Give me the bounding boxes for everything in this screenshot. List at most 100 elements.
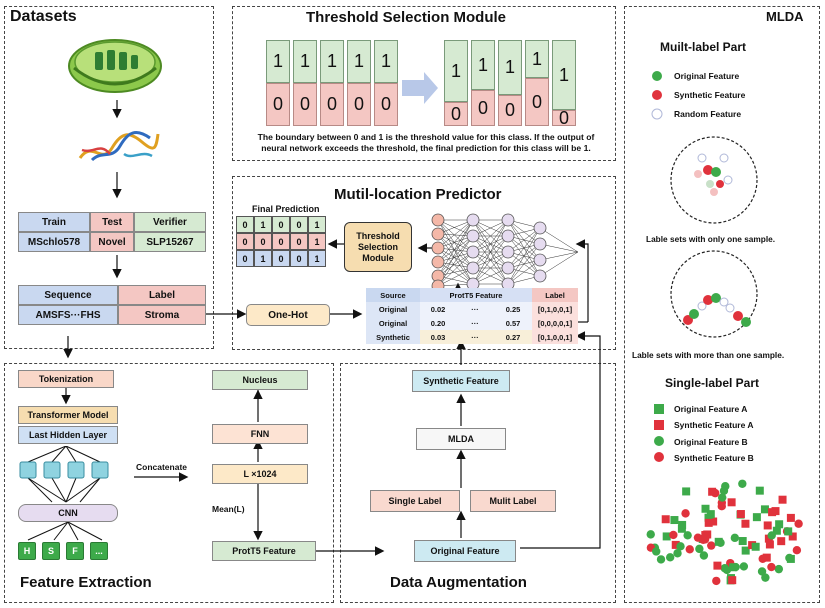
nucleus-box: Nucleus xyxy=(212,370,308,390)
nn-node xyxy=(501,213,515,227)
nn-node xyxy=(501,229,515,243)
scatter-point xyxy=(652,547,661,556)
feature-table-header-0: Source xyxy=(366,288,420,302)
legend1-synthetic: Synthetic Feature xyxy=(674,90,746,100)
scatter-point xyxy=(764,534,773,543)
threshold-right-col2-zero: 0 xyxy=(498,95,522,126)
scatter-point xyxy=(777,537,786,546)
original-b-marker xyxy=(654,436,664,446)
nn-edge xyxy=(472,235,509,285)
final-prediction-cell-1-3: 0 xyxy=(290,233,308,250)
concatenate-label: Concatenate xyxy=(136,462,188,472)
feature-table-cell-1-3: 0.57 xyxy=(494,316,532,330)
scatter-point xyxy=(767,531,776,540)
final-prediction-cell-0-1: 1 xyxy=(254,216,272,233)
scatter-point xyxy=(794,519,803,528)
legend2-synthetic-a: Synthetic Feature A xyxy=(674,420,754,430)
nn-edge xyxy=(437,219,474,277)
protein-structure-icon xyxy=(78,130,160,162)
train-header: Train xyxy=(18,212,90,232)
multi-label-box: Mulit Label xyxy=(470,490,556,512)
scatter-point xyxy=(728,576,737,585)
synthetic-feature-marker xyxy=(652,90,662,100)
scatter-point xyxy=(646,530,655,539)
verifier-value: SLP15267 xyxy=(134,232,206,252)
scatter-point xyxy=(701,504,710,513)
feature-table-cell-0-0: Original xyxy=(366,302,420,316)
nn-edge xyxy=(539,227,579,253)
scatter-point xyxy=(763,521,772,530)
tokenization-box: Tokenization xyxy=(18,370,114,388)
test-header: Test xyxy=(90,212,134,232)
threshold-right-col1-zero: 0 xyxy=(471,90,495,126)
scatter-point xyxy=(720,564,730,573)
nn-edge xyxy=(437,267,474,287)
cnn-output-3: ... xyxy=(90,542,108,560)
nn-edge xyxy=(507,227,541,285)
final-prediction-cell-0-3: 0 xyxy=(290,216,308,233)
threshold-module-line1: Threshold xyxy=(356,230,400,241)
legend2-original-a: Original Feature A xyxy=(674,404,748,414)
feature-table-cell-1-1: 0.20 xyxy=(420,316,456,330)
nn-edge xyxy=(437,219,474,269)
scatter-point xyxy=(786,554,795,563)
final-prediction-cell-0-4: 1 xyxy=(308,216,326,233)
threshold-right-col3-zero: 0 xyxy=(525,78,549,126)
threshold-left-col2-zero: 0 xyxy=(320,83,344,126)
final-prediction-label: Final Prediction xyxy=(252,204,320,214)
verifier-header: Verifier xyxy=(134,212,206,232)
nn-node xyxy=(466,245,480,259)
threshold-right-col2-one: 1 xyxy=(498,40,522,95)
last-hidden-box: Last Hidden Layer xyxy=(18,426,118,444)
scatter-point xyxy=(741,546,750,555)
nn-edge xyxy=(437,251,474,287)
scatter-point xyxy=(718,493,727,502)
threshold-left-col1-one: 1 xyxy=(293,40,317,83)
nn-edge xyxy=(539,251,579,261)
sequence-value: AMSFS···FHS xyxy=(18,305,118,325)
nn-edge xyxy=(437,261,474,285)
scatter-point xyxy=(765,540,774,549)
scatter-point xyxy=(681,509,690,518)
scatter-point xyxy=(711,488,720,498)
threshold-left-col0-zero: 0 xyxy=(266,83,290,126)
threshold-right-col1-one: 1 xyxy=(471,40,495,90)
datasets-title: Datasets xyxy=(10,8,77,25)
threshold-left-col2-one: 1 xyxy=(320,40,344,83)
feature-table-cell-0-3: 0.25 xyxy=(494,302,532,316)
nn-edge xyxy=(437,235,474,263)
single-label-scatter xyxy=(646,479,803,586)
fnn-box: FNN xyxy=(212,424,308,444)
single-label-part-title: Single-label Part xyxy=(665,376,760,390)
chloroplast-icon xyxy=(68,39,162,93)
final-prediction-cell-0-2: 0 xyxy=(272,216,290,233)
nn-node xyxy=(533,269,547,283)
cnn-box: CNN xyxy=(18,504,118,522)
scatter-point xyxy=(682,487,691,496)
legend2-original-b: Original Feature B xyxy=(674,437,748,447)
nn-edge xyxy=(437,251,474,277)
final-prediction-cell-2-4: 1 xyxy=(308,250,326,267)
scatter-point xyxy=(693,533,703,542)
cnn-output-2: F xyxy=(66,542,84,560)
scatter-point xyxy=(683,531,692,540)
scatter-point xyxy=(673,549,682,558)
augmentation-panel xyxy=(340,363,616,603)
legend2-synthetic-b: Synthetic Feature B xyxy=(674,453,754,463)
nn-edge xyxy=(507,259,541,285)
threshold-right-col3-one: 1 xyxy=(525,40,549,78)
feature-table-cell-2-3: 0.27 xyxy=(494,330,532,344)
mlda-panel xyxy=(624,6,820,603)
final-prediction-cell-2-0: 0 xyxy=(236,250,254,267)
final-prediction-cell-2-1: 1 xyxy=(254,250,272,267)
scatter-point xyxy=(751,542,760,551)
synthetic-b-marker xyxy=(654,452,664,462)
augmentation-title: Data Augmentation xyxy=(390,574,527,591)
nn-edge xyxy=(472,219,509,285)
scatter-point xyxy=(701,531,710,540)
one-sample-circle xyxy=(670,136,758,224)
single-label-box: Single Label xyxy=(370,490,460,512)
threshold-module-line2: Selection xyxy=(357,241,398,252)
legend1-markers xyxy=(651,71,663,120)
scatter-point xyxy=(713,561,722,570)
